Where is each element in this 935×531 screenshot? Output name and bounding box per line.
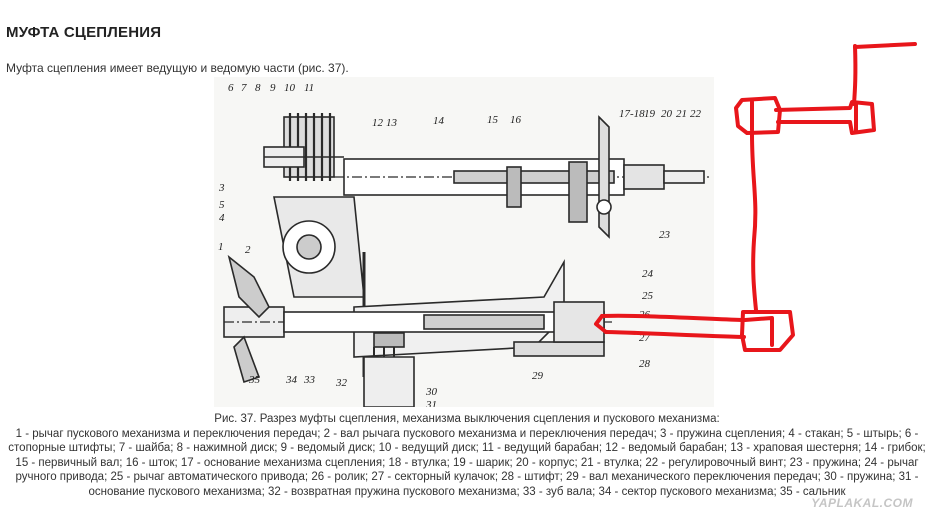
callout-10: 10 [284, 82, 296, 94]
callout-35: 35 [248, 374, 261, 386]
callout-26: 26 [639, 309, 651, 321]
callout-23: 23 [659, 229, 671, 241]
callout-21: 21 [676, 108, 687, 120]
annotation-top-left-box [734, 96, 782, 135]
callout-27: 27 [639, 332, 651, 344]
callout-6: 6 [228, 82, 234, 94]
callout-3: 3 [218, 182, 225, 194]
callout-4: 4 [219, 212, 225, 224]
callout-31: 31 [425, 399, 437, 407]
caption-title: Рис. 37. Разрез муфты сцепления, механиз… [214, 413, 720, 425]
callout-15: 15 [487, 114, 499, 126]
page-title: МУФТА СЦЕПЛЕНИЯ [6, 24, 162, 42]
callout-30: 30 [425, 386, 438, 398]
callout-12: 12 [372, 117, 384, 129]
annotation-handle-upright [852, 44, 858, 106]
clutch-cross-section-figure: 6 7 8 9 10 11 12 13 14 15 16 17-18 19 20… [214, 77, 714, 407]
intro-paragraph: Муфта сцепления имеет ведущую и ведомую … [6, 61, 349, 75]
callout-33: 33 [303, 374, 316, 386]
callout-16: 16 [510, 114, 522, 126]
callout-34: 34 [285, 374, 298, 386]
annotation-vertical-link [750, 132, 758, 312]
callout-25: 25 [642, 290, 654, 302]
callout-1: 1 [218, 241, 224, 253]
callout-8: 8 [255, 82, 261, 94]
callout-2: 2 [245, 244, 251, 256]
clutch-drawing: 6 7 8 9 10 11 12 13 14 15 16 17-18 19 20… [218, 82, 709, 407]
callout-29: 29 [532, 370, 544, 382]
annotation-bottom-box [740, 310, 795, 352]
callout-24: 24 [642, 268, 654, 280]
callout-17-18: 17-18 [619, 108, 645, 120]
callout-19: 19 [644, 108, 656, 120]
callout-9: 9 [270, 82, 276, 94]
callout-28: 28 [639, 358, 651, 370]
callout-13: 13 [386, 117, 398, 129]
callout-32: 32 [335, 377, 348, 389]
callout-22: 22 [690, 108, 702, 120]
callout-11: 11 [304, 82, 314, 94]
site-watermark: YAPLAKAL.COM [811, 496, 913, 510]
callout-7: 7 [241, 82, 247, 94]
figure-caption: Рис. 37. Разрез муфты сцепления, механиз… [6, 412, 928, 500]
callout-numbers: 6 7 8 9 10 11 12 13 14 15 16 17-18 19 20… [218, 82, 702, 407]
caption-legend: 1 - рычаг пускового механизма и переключ… [8, 427, 926, 498]
callout-14: 14 [433, 115, 445, 127]
clipped-previous-line [0, 0, 935, 6]
callout-5: 5 [219, 199, 225, 211]
callout-20: 20 [661, 108, 673, 120]
